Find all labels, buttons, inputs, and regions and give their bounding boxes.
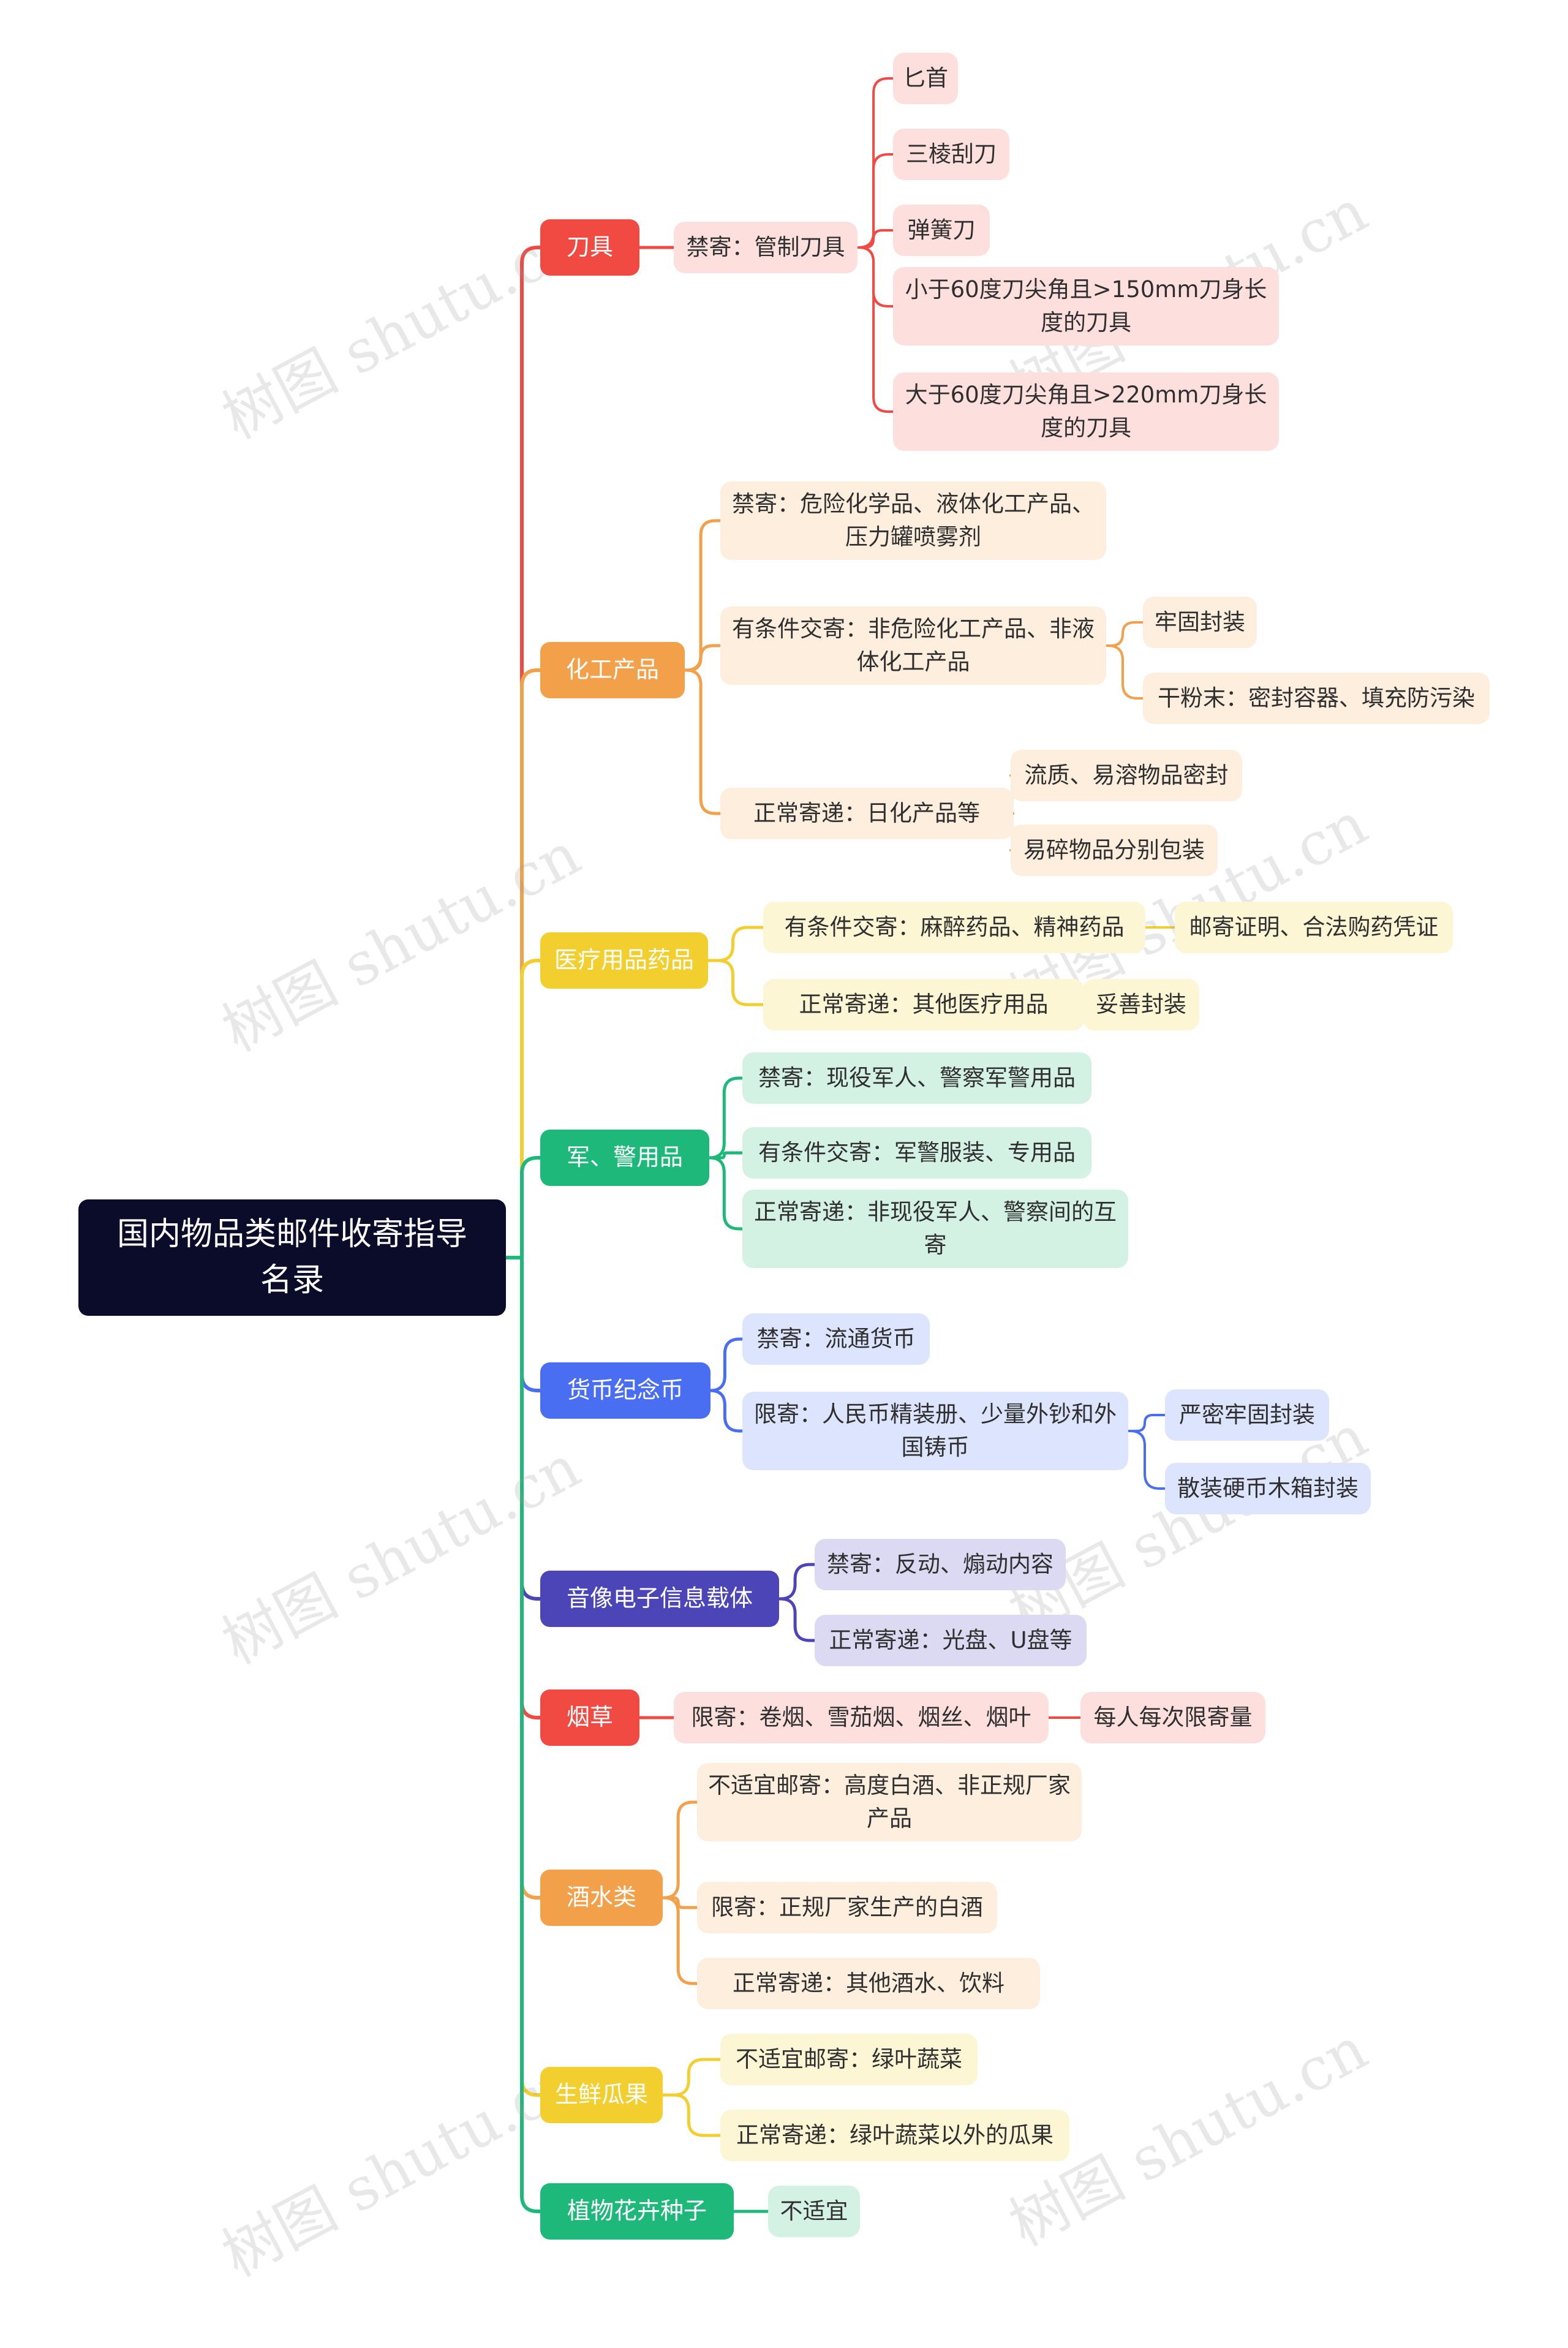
subtopic-connector	[706, 926, 765, 962]
subtopic[interactable]: 限寄：正规厂家生产的白酒	[697, 1882, 997, 1933]
detail-connector	[856, 246, 894, 308]
detail-topic[interactable]: 严密牢固封装	[1165, 1389, 1329, 1441]
branch-connector	[506, 246, 540, 1259]
subtopic[interactable]: 禁寄：现役军人、警察军警用品	[742, 1052, 1091, 1104]
subtopic[interactable]: 禁寄：流通货币	[742, 1313, 930, 1365]
detail-topic[interactable]: 匕首	[893, 53, 958, 104]
branch-topic[interactable]: 酒水类	[540, 1870, 663, 1926]
detail-connector	[1105, 621, 1144, 647]
subtopic[interactable]: 正常寄递：绿叶蔬菜以外的瓜果	[720, 2110, 1069, 2161]
subtopic-connector	[709, 1337, 744, 1392]
subtopic[interactable]: 限寄：卷烟、雪茄烟、烟丝、烟叶	[674, 1692, 1049, 1743]
subtopic-connector	[683, 668, 722, 815]
root-topic[interactable]: 国内物品类邮件收寄指导名录	[78, 1199, 506, 1316]
branch-topic[interactable]: 货币纪念币	[540, 1362, 710, 1419]
detail-topic[interactable]: 易碎物品分别包装	[1011, 825, 1218, 876]
subtopic[interactable]: 有条件交寄：非危险化工产品、非液体化工产品	[720, 606, 1106, 685]
subtopic[interactable]: 不适宜	[768, 2186, 860, 2237]
branch-connector	[506, 1156, 540, 1259]
branch-connector	[506, 1256, 540, 2213]
subtopic-connector	[661, 1896, 699, 1985]
subtopic[interactable]: 正常寄递：光盘、U盘等	[815, 1615, 1087, 1666]
subtopic-connector	[661, 1896, 699, 1909]
subtopic[interactable]: 不适宜邮寄：高度白酒、非正规厂家产品	[697, 1763, 1082, 1841]
detail-topic[interactable]: 牢固封装	[1143, 597, 1257, 648]
branch-topic[interactable]: 音像电子信息载体	[540, 1571, 779, 1627]
subtopic[interactable]: 正常寄递：日化产品等	[720, 788, 1013, 839]
branch-topic[interactable]: 军、警用品	[540, 1130, 709, 1186]
subtopic-connector	[707, 1076, 744, 1160]
subtopic[interactable]: 禁寄：反动、煽动内容	[815, 1539, 1066, 1590]
detail-topic[interactable]: 散装硬币木箱封装	[1165, 1463, 1371, 1514]
subtopic[interactable]: 禁寄：危险化学品、液体化工产品、压力罐喷雾剂	[720, 481, 1106, 560]
detail-topic[interactable]: 三棱刮刀	[893, 129, 1009, 180]
subtopic-connector	[661, 2058, 722, 2097]
subtopic-connector	[777, 1597, 816, 1642]
subtopic[interactable]: 正常寄递：其他酒水、饮料	[697, 1958, 1040, 2009]
detail-topic[interactable]: 小于60度刀尖角且>150mm刀身长度的刀具	[893, 267, 1279, 345]
subtopic[interactable]: 有条件交寄：军警服装、专用品	[742, 1127, 1091, 1179]
subtopic[interactable]: 有条件交寄：麻醉药品、精神药品	[763, 902, 1145, 953]
detail-topic[interactable]: 邮寄证明、合法购药凭证	[1175, 902, 1453, 953]
subtopic-connector	[661, 1800, 699, 1900]
subtopic-connector	[683, 644, 722, 672]
subtopic-connector	[661, 2093, 722, 2137]
subtopic[interactable]: 不适宜邮寄：绿叶蔬菜	[720, 2034, 978, 2085]
detail-connector	[1105, 644, 1144, 700]
branch-topic[interactable]: 刀具	[540, 219, 639, 276]
detail-connector	[1127, 1414, 1166, 1432]
detail-topic[interactable]: 干粉末：密封容器、填充防污染	[1143, 673, 1490, 724]
subtopic-connector	[706, 959, 765, 1006]
branch-topic[interactable]: 化工产品	[540, 642, 685, 698]
detail-connector	[1127, 1430, 1166, 1490]
detail-topic[interactable]: 大于60度刀尖角且>220mm刀身长度的刀具	[893, 372, 1279, 451]
subtopic-connector	[707, 1151, 744, 1160]
detail-connector	[856, 229, 894, 249]
branch-topic[interactable]: 植物花卉种子	[540, 2183, 734, 2240]
detail-topic[interactable]: 弹簧刀	[893, 205, 990, 256]
subtopic[interactable]: 禁寄：管制刀具	[674, 222, 858, 273]
detail-topic[interactable]: 妥善封装	[1083, 979, 1199, 1030]
branch-topic[interactable]: 烟草	[540, 1689, 639, 1746]
subtopic[interactable]: 限寄：人民币精装册、少量外钞和外国铸币	[742, 1392, 1128, 1470]
detail-topic[interactable]: 流质、易溶物品密封	[1011, 750, 1242, 801]
subtopic[interactable]: 正常寄递：非现役军人、警察间的互寄	[742, 1190, 1128, 1268]
subtopic-connector	[777, 1563, 816, 1601]
detail-topic[interactable]: 每人每次限寄量	[1080, 1692, 1265, 1743]
detail-connector	[856, 246, 894, 413]
subtopic-connector	[709, 1389, 744, 1433]
subtopic-connector	[707, 1156, 744, 1231]
branch-topic[interactable]: 生鲜瓜果	[540, 2067, 663, 2123]
subtopic[interactable]: 正常寄递：其他医疗用品	[763, 979, 1084, 1030]
branch-topic[interactable]: 医疗用品药品	[540, 932, 708, 989]
branch-connector	[506, 668, 540, 1259]
branch-connector	[506, 959, 540, 1259]
